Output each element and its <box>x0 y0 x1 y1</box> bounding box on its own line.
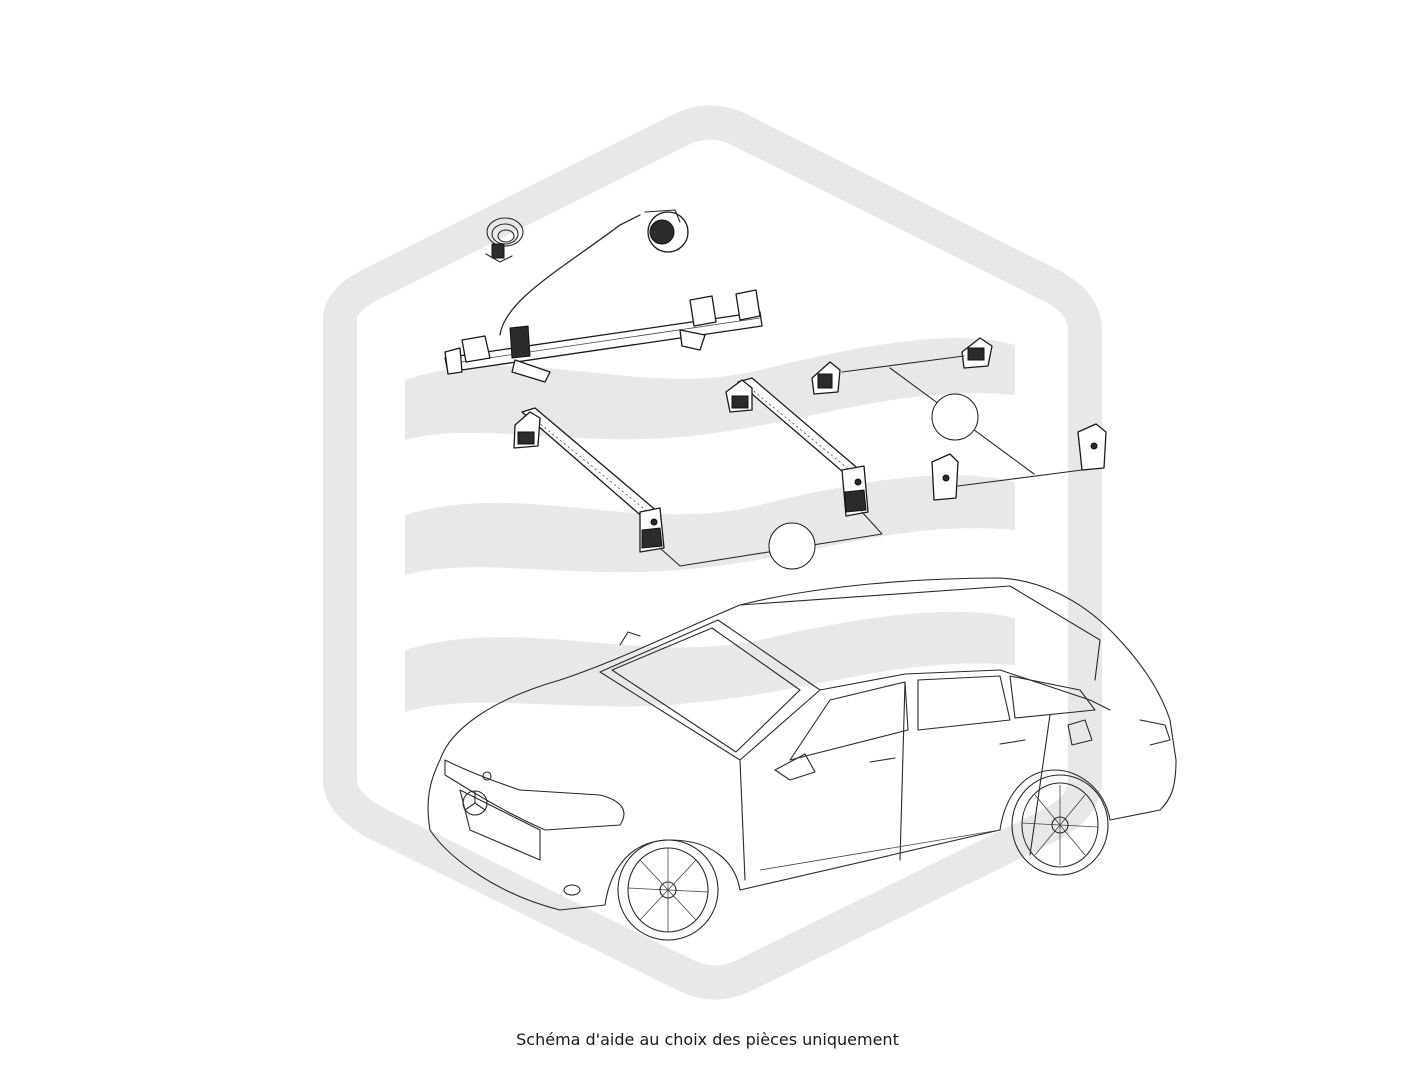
watermark-logo <box>323 105 1102 1000</box>
bike-carrier <box>444 209 763 383</box>
fitting-kit-feet <box>811 337 1107 501</box>
reference-bracket-front <box>659 511 883 570</box>
strap-coil-icon <box>485 217 524 263</box>
car-outline <box>427 577 1177 941</box>
brand-emblem-icon <box>462 790 488 816</box>
reference-circle <box>931 393 979 441</box>
frame-clamp-icon <box>644 209 689 253</box>
rear-wheel-icon <box>1011 774 1109 876</box>
roof-bar-rear <box>725 377 869 517</box>
roof-bar-front <box>513 407 665 553</box>
diagram-caption: Schéma d'aide au choix des pièces unique… <box>516 1030 899 1049</box>
front-wheel-icon <box>617 839 719 941</box>
reference-circle <box>768 522 816 570</box>
